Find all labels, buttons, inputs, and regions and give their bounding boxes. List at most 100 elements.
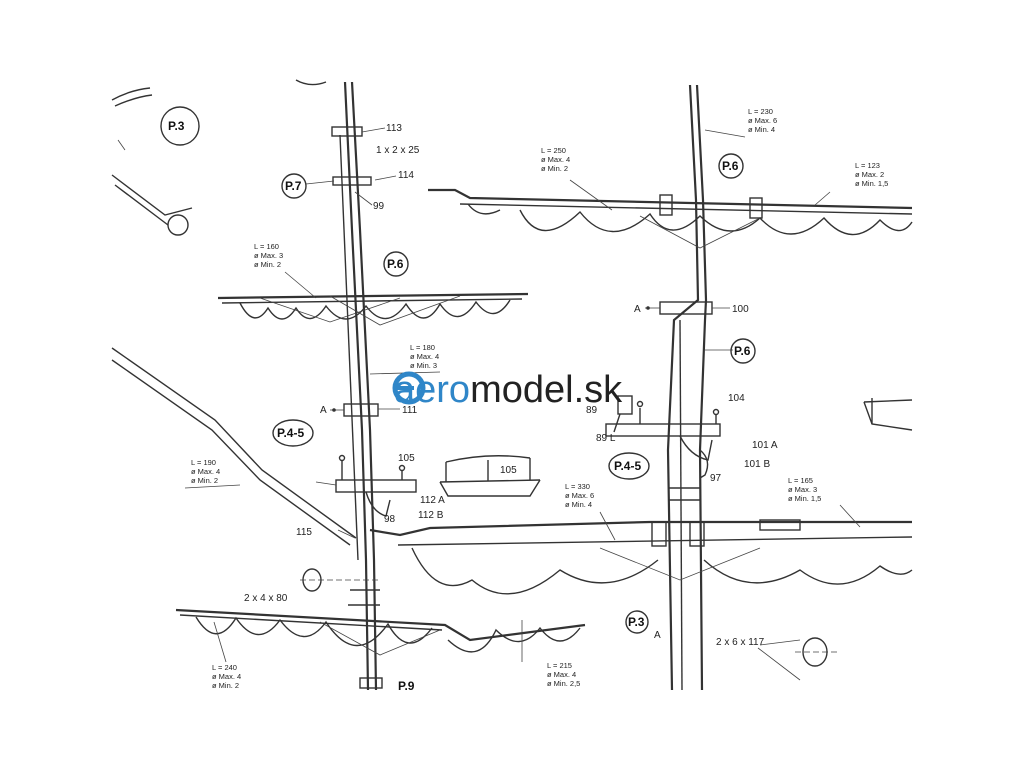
label-113: 113	[386, 123, 402, 134]
spec-215: L = 215 ø Max. 4 ø Min. 2,5	[547, 661, 580, 688]
right-platform	[605, 395, 721, 461]
spec-240: L = 240 ø Max. 4 ø Min. 2	[212, 663, 241, 690]
right-lower-details	[757, 398, 913, 681]
tag-p45-left: P.4-5	[277, 426, 304, 440]
svg-text:ø Max. 6: ø Max. 6	[748, 116, 777, 125]
svg-text:ø Max. 3: ø Max. 3	[254, 251, 283, 260]
tag-p3-top: P.3	[168, 119, 185, 133]
svg-text:ø Min. 1,5: ø Min. 1,5	[855, 179, 888, 188]
top-left-fragment	[111, 79, 327, 236]
tag-p7-circle	[281, 173, 307, 199]
left-lower-yard	[175, 568, 586, 656]
spec-160: L = 160 ø Max. 3 ø Min. 2	[254, 242, 283, 269]
watermark-text: aeromodel.sk	[394, 369, 623, 411]
label-a-left: A	[320, 405, 327, 416]
left-platform	[315, 454, 417, 517]
label-89l: 89 L	[596, 433, 616, 444]
part-numbers: 113 1 x 2 x 25 114 99 A 111 105 105 112 …	[244, 123, 778, 648]
label-105-left: 105	[398, 453, 415, 464]
svg-text:ø Min. 2: ø Min. 2	[541, 164, 568, 173]
label-1x2x25: 1 x 2 x 25	[376, 145, 420, 156]
label-111: 111	[402, 405, 418, 416]
svg-text:ø Min. 4: ø Min. 4	[748, 125, 775, 134]
svg-text:L = 165: L = 165	[788, 476, 813, 485]
svg-text:ø Min. 2: ø Min. 2	[191, 476, 218, 485]
svg-text:L = 250: L = 250	[541, 146, 566, 155]
label-105-detached: 105	[500, 465, 517, 476]
svg-text:L = 180: L = 180	[410, 343, 435, 352]
svg-text:ø Max. 2: ø Max. 2	[855, 170, 884, 179]
callout-tags: P.3 P.7 P.6 P.6 P.6 P.4-5 P.4-5 P.3 P.9	[160, 106, 756, 693]
left-mast	[330, 81, 400, 691]
label-104: 104	[728, 393, 745, 404]
svg-text:ø Max. 6: ø Max. 6	[565, 491, 594, 500]
tag-p6-left: P.6	[387, 257, 404, 271]
svg-text:ø Min. 3: ø Min. 3	[410, 361, 437, 370]
svg-text:ø Max. 4: ø Max. 4	[541, 155, 570, 164]
svg-text:L = 230: L = 230	[748, 107, 773, 116]
spec-123: L = 123 ø Max. 2 ø Min. 1,5	[855, 161, 888, 188]
svg-text:ø Min. 2: ø Min. 2	[212, 681, 239, 690]
svg-text:L = 240: L = 240	[212, 663, 237, 672]
label-99: 99	[373, 201, 385, 212]
label-101a: 101 A	[752, 440, 778, 451]
spec-165: L = 165 ø Max. 3 ø Min. 1,5	[788, 476, 821, 503]
left-upper-yard	[217, 292, 529, 326]
spec-330: L = 330 ø Max. 6 ø Min. 4	[565, 482, 594, 509]
label-112a: 112 A	[420, 495, 445, 506]
label-114: 114	[398, 170, 414, 181]
tag-p45-left-ellipse	[272, 419, 314, 447]
tag-p6-right-circle	[730, 338, 756, 364]
right-mast	[645, 84, 746, 691]
tag-p45-right-ellipse	[608, 452, 650, 480]
label-100: 100	[732, 304, 749, 315]
left-diagonal-spar	[111, 347, 357, 546]
tag-p6-top-circle	[718, 153, 744, 179]
spec-180: L = 180 ø Max. 4 ø Min. 3	[410, 343, 439, 370]
tag-p6-top: P.6	[722, 159, 739, 173]
svg-text:ø Max. 4: ø Max. 4	[191, 467, 220, 476]
svg-text:ø Min. 2,5: ø Min. 2,5	[547, 679, 580, 688]
label-2x4x80: 2 x 4 x 80	[244, 593, 288, 604]
leader-lines	[213, 179, 861, 663]
label-115: 115	[296, 527, 312, 538]
tag-p3-top-circle	[160, 106, 200, 146]
label-101b: 101 B	[744, 459, 770, 470]
svg-text:ø Max. 3: ø Max. 3	[788, 485, 817, 494]
svg-text:ø Min. 4: ø Min. 4	[565, 500, 592, 509]
svg-text:L = 330: L = 330	[565, 482, 590, 491]
label-97: 97	[710, 473, 722, 484]
tag-p9: P.9	[398, 679, 415, 693]
tag-p45-right: P.4-5	[614, 459, 641, 473]
svg-text:ø Min. 1,5: ø Min. 1,5	[788, 494, 821, 503]
svg-text:L = 215: L = 215	[547, 661, 572, 670]
svg-text:L = 123: L = 123	[855, 161, 880, 170]
label-89: 89	[586, 405, 598, 416]
svg-text:L = 160: L = 160	[254, 242, 279, 251]
spec-190: L = 190 ø Max. 4 ø Min. 2	[191, 458, 220, 485]
tag-p3-lower-circle	[625, 610, 649, 634]
tag-p6-left-circle	[383, 251, 409, 277]
spec-250: L = 250 ø Max. 4 ø Min. 2	[541, 146, 570, 173]
svg-text:ø Min. 2: ø Min. 2	[254, 260, 281, 269]
tag-p3-lower: P.3	[628, 615, 645, 629]
label-112b: 112 B	[418, 510, 444, 521]
label-98: 98	[384, 514, 396, 525]
tag-p7: P.7	[285, 179, 302, 193]
spec-blocks: L = 230 ø Max. 6 ø Min. 4 L = 250 ø Max.…	[191, 107, 888, 690]
right-upper-yard	[428, 188, 913, 249]
label-a-right: A	[634, 304, 641, 315]
svg-text:ø Max. 4: ø Max. 4	[212, 672, 241, 681]
svg-text:ø Max. 4: ø Max. 4	[410, 352, 439, 361]
aeromodel-watermark: aeromodel.sk	[392, 369, 623, 411]
tag-p6-right: P.6	[734, 344, 751, 358]
svg-text:L = 190: L = 190	[191, 458, 216, 467]
detached-top-105	[439, 455, 541, 497]
right-lower-yard	[369, 519, 913, 595]
label-a-lower: A	[654, 630, 661, 641]
svg-text:ø Max. 4: ø Max. 4	[547, 670, 576, 679]
spec-230: L = 230 ø Max. 6 ø Min. 4	[748, 107, 777, 134]
label-2x6x117: 2 x 6 x 117	[716, 637, 765, 648]
